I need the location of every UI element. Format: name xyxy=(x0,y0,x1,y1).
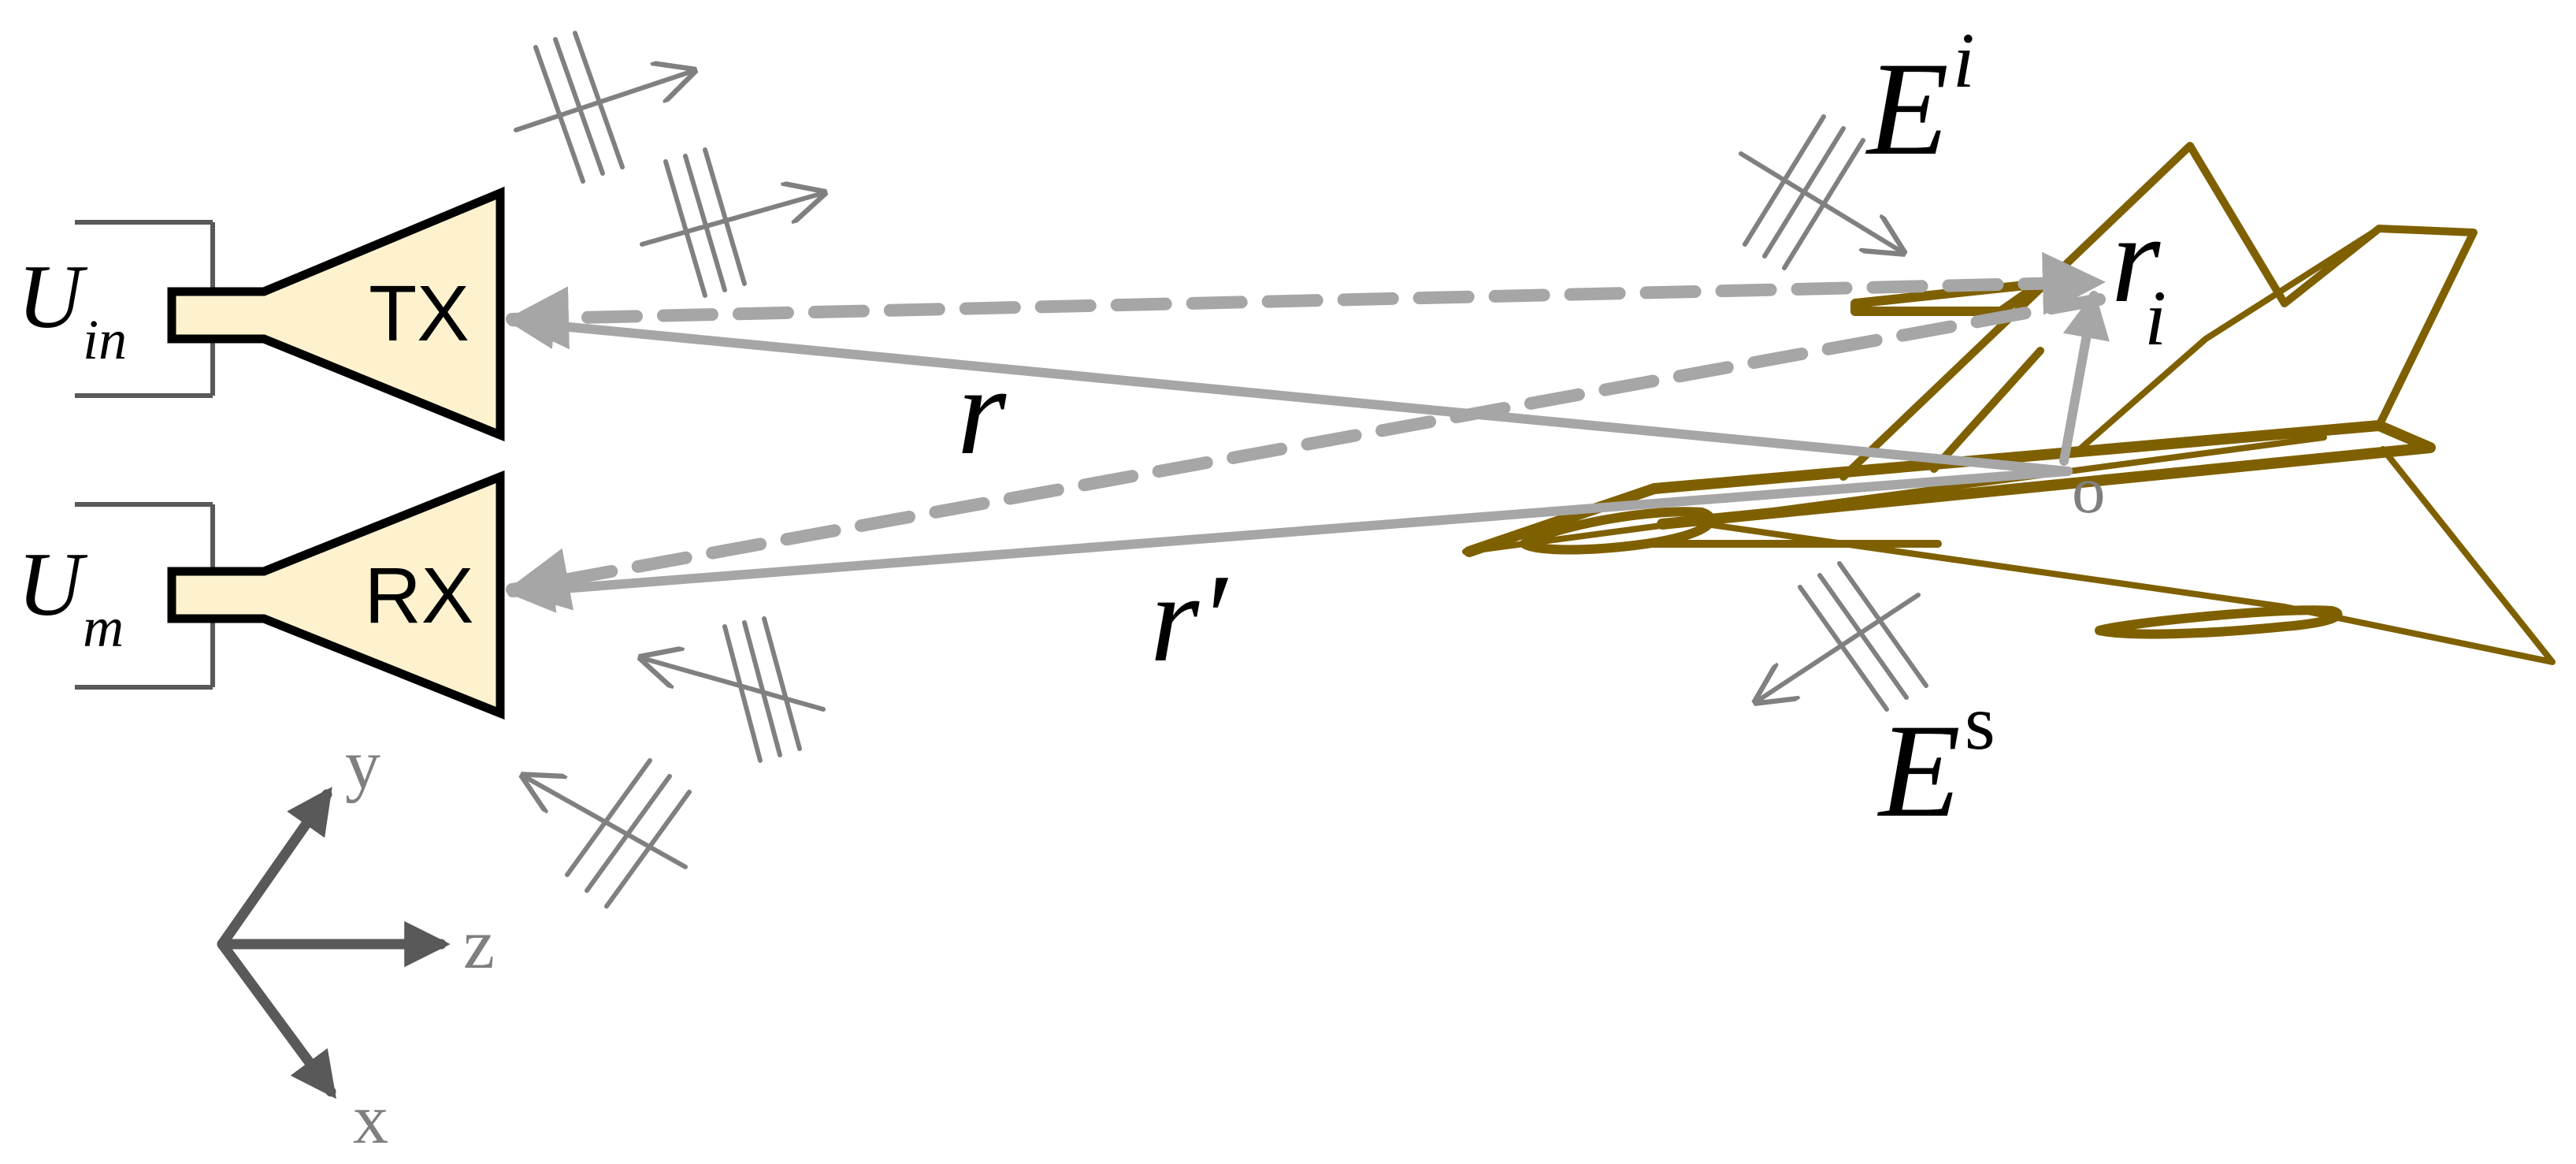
r-vector xyxy=(507,302,2073,476)
rx-antenna: RX Um xyxy=(17,470,505,720)
rx-port-symbol: U xyxy=(17,534,88,634)
tx-label: TX xyxy=(369,270,470,358)
svg-text:Ei: Ei xyxy=(1865,17,1975,183)
fuselage-lower xyxy=(1462,434,2327,555)
rear-ellipse xyxy=(2095,605,2343,639)
coordinate-axes xyxy=(217,787,451,1099)
wave-symbols xyxy=(514,31,1928,909)
y-axis xyxy=(217,787,332,950)
wave-tx-2 xyxy=(640,147,823,298)
tail-far xyxy=(1675,446,2556,665)
scattered-ray-dashed xyxy=(506,293,2106,611)
aircraft-target xyxy=(1462,142,2556,665)
r-label: r xyxy=(957,340,1007,481)
tx-antenna: TX Uin xyxy=(17,186,505,442)
incident-ray-dashed xyxy=(506,251,2106,350)
scattered-field-superscript: s xyxy=(1965,679,1995,766)
incident-field-superscript: i xyxy=(1953,17,1975,104)
wave-rx-2 xyxy=(524,758,692,909)
rx-port-subscript: m xyxy=(83,596,124,659)
wing-near xyxy=(1839,142,2478,481)
incident-field-symbol: E xyxy=(1865,35,1949,183)
x-axis-label: x xyxy=(353,1080,388,1158)
z-axis-label: z xyxy=(463,906,495,984)
wave-incident xyxy=(1739,114,1902,270)
scattered-field-symbol: E xyxy=(1877,697,1961,845)
rx-label: RX xyxy=(365,552,474,640)
svg-text:Es: Es xyxy=(1877,679,1995,845)
y-axis-label: y xyxy=(345,726,380,804)
propagation-rays xyxy=(506,251,2110,613)
origin-label: o xyxy=(2072,453,2106,527)
r-prime-vector xyxy=(507,467,2073,613)
x-axis xyxy=(217,939,336,1099)
tx-port-symbol: U xyxy=(17,247,88,347)
rx-horn xyxy=(167,470,505,720)
r-prime-label: r′ xyxy=(1150,548,1228,688)
tx-port-subscript: in xyxy=(83,308,127,371)
ri-symbol: r xyxy=(2111,188,2161,329)
tx-horn xyxy=(167,186,505,442)
svg-text:Um: Um xyxy=(17,534,124,659)
ri-vector xyxy=(2059,291,2110,466)
ri-subscript: i xyxy=(2144,274,2166,362)
wing-near-edge xyxy=(2077,225,2382,452)
wave-scattered xyxy=(1757,561,1928,712)
wave-tx-1 xyxy=(514,31,693,184)
wing-inner-line xyxy=(1930,347,2044,473)
front-ellipse xyxy=(1520,507,1716,555)
svg-text:Uin: Uin xyxy=(17,247,127,371)
rx-port-lines xyxy=(75,502,215,690)
svg-text:ri: ri xyxy=(2111,188,2166,362)
wave-rx-1 xyxy=(642,616,826,763)
tx-port-lines xyxy=(75,220,215,398)
